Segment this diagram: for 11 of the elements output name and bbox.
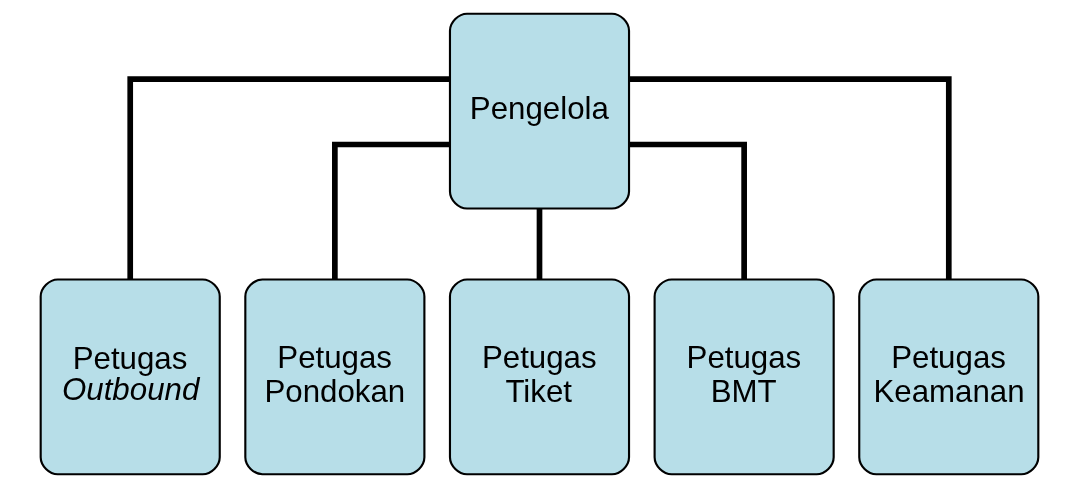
node-box: Petugas BMT bbox=[653, 278, 835, 476]
connector bbox=[127, 76, 450, 280]
connector bbox=[332, 141, 450, 279]
node-box: Petugas Pondokan bbox=[244, 278, 426, 476]
node-box: Pengelola bbox=[448, 12, 631, 210]
connector bbox=[536, 208, 543, 280]
node-box: Petugas Tiket bbox=[448, 278, 631, 476]
node-box: Petugas Outbound bbox=[39, 278, 221, 476]
connector bbox=[629, 76, 952, 280]
node-box: Petugas Keamanan bbox=[858, 278, 1040, 476]
connector bbox=[629, 141, 747, 279]
